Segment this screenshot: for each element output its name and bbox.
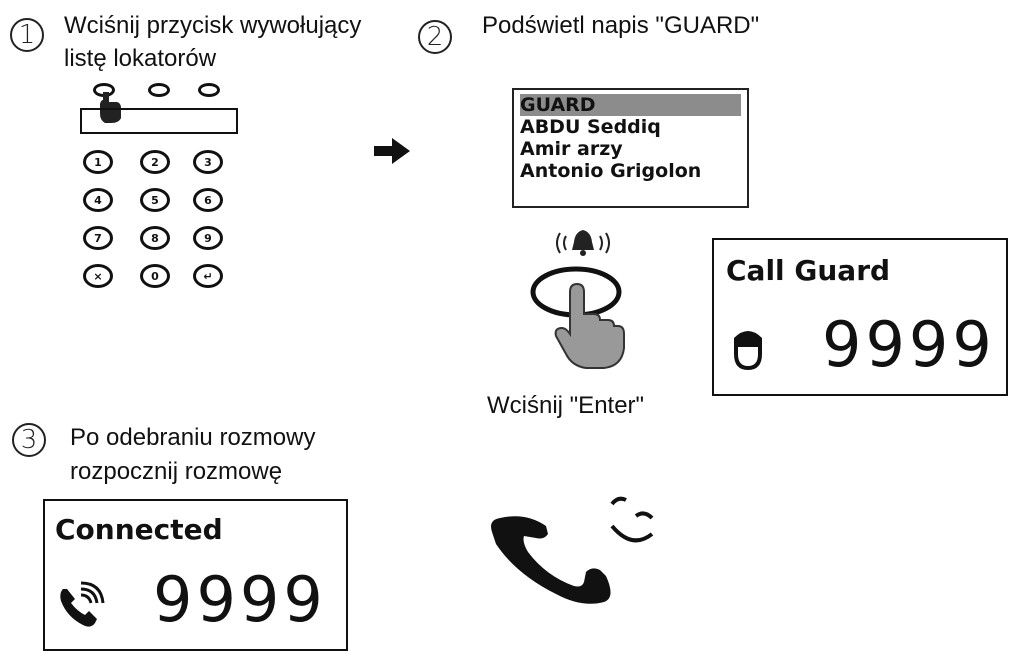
keypad-key-8: 8 <box>140 226 170 250</box>
keypad-diagram: 1 2 3 4 5 6 7 8 9 × 0 ↵ <box>0 0 260 300</box>
locator-list-item-guard: GUARD <box>520 94 741 116</box>
keypad-key-5: 5 <box>140 188 170 212</box>
keypad-key-4: 4 <box>83 188 113 212</box>
call-guard-title: Call Guard <box>726 254 891 287</box>
keypad-key-7: 7 <box>83 226 113 250</box>
keypad-display-bar <box>80 108 238 134</box>
step-1-caption-line-1: Wciśnij przycisk wywołujący <box>64 12 362 39</box>
handset-icon <box>491 496 654 604</box>
step-1-caption-line-2: listę lokatorów <box>64 45 217 72</box>
keypad-key-1: 1 <box>83 150 113 174</box>
locator-list-item: Amir arzy <box>520 138 623 160</box>
keypad-key-6: 6 <box>193 188 223 212</box>
locator-list-item: ABDU Seddiq <box>520 116 661 138</box>
keypad-key-9: 9 <box>193 226 223 250</box>
step-1-number: 1 <box>10 18 44 52</box>
arrow-right-icon <box>374 138 410 164</box>
keypad-top-button-2 <box>148 83 170 97</box>
phone-ringing-icon <box>60 581 105 627</box>
keypad-key-cancel: × <box>83 264 113 288</box>
keypad-key-enter: ↵ <box>193 264 223 288</box>
call-guard-display: Call Guard 9999 <box>712 238 1008 396</box>
keypad-key-0: 0 <box>140 264 170 288</box>
hand-pressing-button-icon <box>530 266 625 369</box>
keypad-key-3: 3 <box>193 150 223 174</box>
locator-list: GUARD ABDU Seddiq Amir arzy Antonio Grig… <box>512 88 749 208</box>
locator-list-item: Antonio Grigolon <box>520 160 702 182</box>
step-2-number: 2 <box>418 20 452 54</box>
connected-display: Connected 9999 <box>43 499 348 651</box>
connected-title: Connected <box>55 513 223 546</box>
finger-press-icon <box>100 92 121 123</box>
keypad-top-button-3 <box>198 83 220 97</box>
connected-number: 9999 <box>153 563 327 636</box>
guard-icon <box>734 331 762 371</box>
step-3-caption-line-1: Po odebraniu rozmowy <box>70 424 316 451</box>
enter-caption: Wciśnij "Enter" <box>487 392 645 419</box>
ringing-bell-icon <box>556 230 610 256</box>
step-3-caption-line-2: rozpocznij rozmowę <box>70 458 283 485</box>
step-3-number: 3 <box>12 423 46 457</box>
step-2-caption: Podświetl napis "GUARD" <box>482 12 760 39</box>
call-guard-number: 9999 <box>822 308 996 381</box>
keypad-key-2: 2 <box>140 150 170 174</box>
